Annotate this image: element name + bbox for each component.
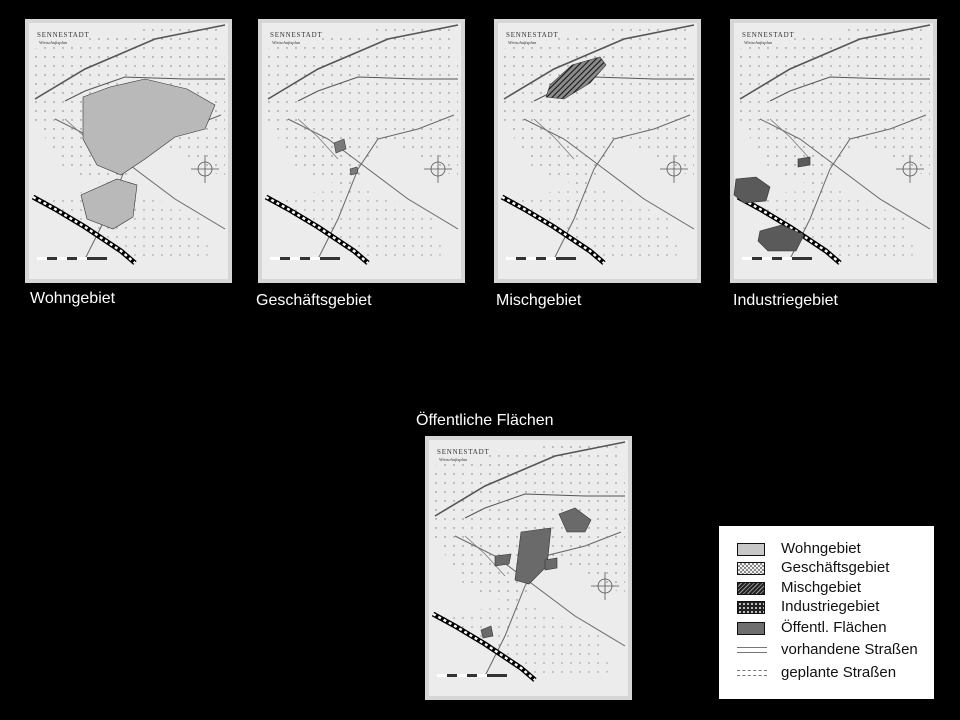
highlighted-zone <box>544 557 558 571</box>
map-subtitle: Wirtschaftsplan <box>272 40 301 45</box>
map-caption-industriegebiet: Industriegebiet <box>733 292 838 309</box>
legend-label: Wohngebiet <box>781 540 861 557</box>
highlighted-zone <box>480 625 494 639</box>
legend-item-geplante-strassen: geplante Straßen <box>719 664 934 682</box>
highlighted-zone <box>733 176 771 204</box>
legend-label: geplante Straßen <box>781 664 897 681</box>
legend-item-wohngebiet: Wohngebiet <box>719 540 934 558</box>
highlighted-zone <box>797 156 811 168</box>
legend-item-industriegebiet: Industriegebiet <box>719 598 934 616</box>
highlighted-zone <box>545 56 607 100</box>
map-subtitle: Wirtschaftsplan <box>744 40 773 45</box>
highlighted-zone <box>82 78 216 176</box>
legend-label: Öffentl. Flächen <box>781 619 887 636</box>
legend-item-mischgebiet: Mischgebiet <box>719 579 934 597</box>
public-swatch-icon <box>737 622 765 635</box>
map-subtitle: Wirtschaftsplan <box>439 457 468 462</box>
map-caption-geschaeftsgebiet: Geschäftsgebiet <box>256 292 372 309</box>
map-caption-wohngebiet: Wohngebiet <box>30 290 116 307</box>
map-title: SENNESTADT <box>506 31 559 39</box>
map-legend: Wohngebiet Geschäftsgebiet Mischgebiet I… <box>719 526 934 699</box>
legend-label: Mischgebiet <box>781 579 862 596</box>
highlighted-zone <box>514 527 552 585</box>
highlighted-zone <box>80 178 138 230</box>
planned-road-icon <box>737 670 767 676</box>
legend-item-geschaeftsgebiet: Geschäftsgebiet <box>719 559 934 577</box>
legend-item-oeffentl-flaechen: Öffentl. Flächen <box>719 619 934 637</box>
highlighted-zone <box>494 553 512 567</box>
commercial-swatch-icon <box>737 562 765 575</box>
highlighted-zone <box>757 224 805 252</box>
legend-label: Industriegebiet <box>781 598 880 615</box>
existing-road-icon <box>737 647 767 653</box>
residential-swatch-icon <box>737 543 765 556</box>
map-title: SENNESTADT <box>37 31 90 39</box>
legend-label: Geschäftsgebiet <box>781 559 890 576</box>
mixed-swatch-icon <box>737 582 765 595</box>
map-subtitle: Wirtschaftsplan <box>508 40 537 45</box>
highlighted-zone <box>349 166 359 176</box>
map-caption-oeffentliche-flaechen: Öffentliche Flächen <box>416 412 554 429</box>
industrial-swatch-icon <box>737 601 765 614</box>
legend-label: vorhandene Straßen <box>781 641 918 658</box>
map-subtitle: Wirtschaftsplan <box>39 40 68 45</box>
map-title: SENNESTADT <box>742 31 795 39</box>
map-caption-mischgebiet: Mischgebiet <box>496 292 582 309</box>
legend-item-vorhandene-strassen: vorhandene Straßen <box>719 641 934 659</box>
map-title: SENNESTADT <box>437 448 490 456</box>
highlighted-zone <box>558 507 592 533</box>
highlighted-zone <box>333 138 347 154</box>
map-title: SENNESTADT <box>270 31 323 39</box>
